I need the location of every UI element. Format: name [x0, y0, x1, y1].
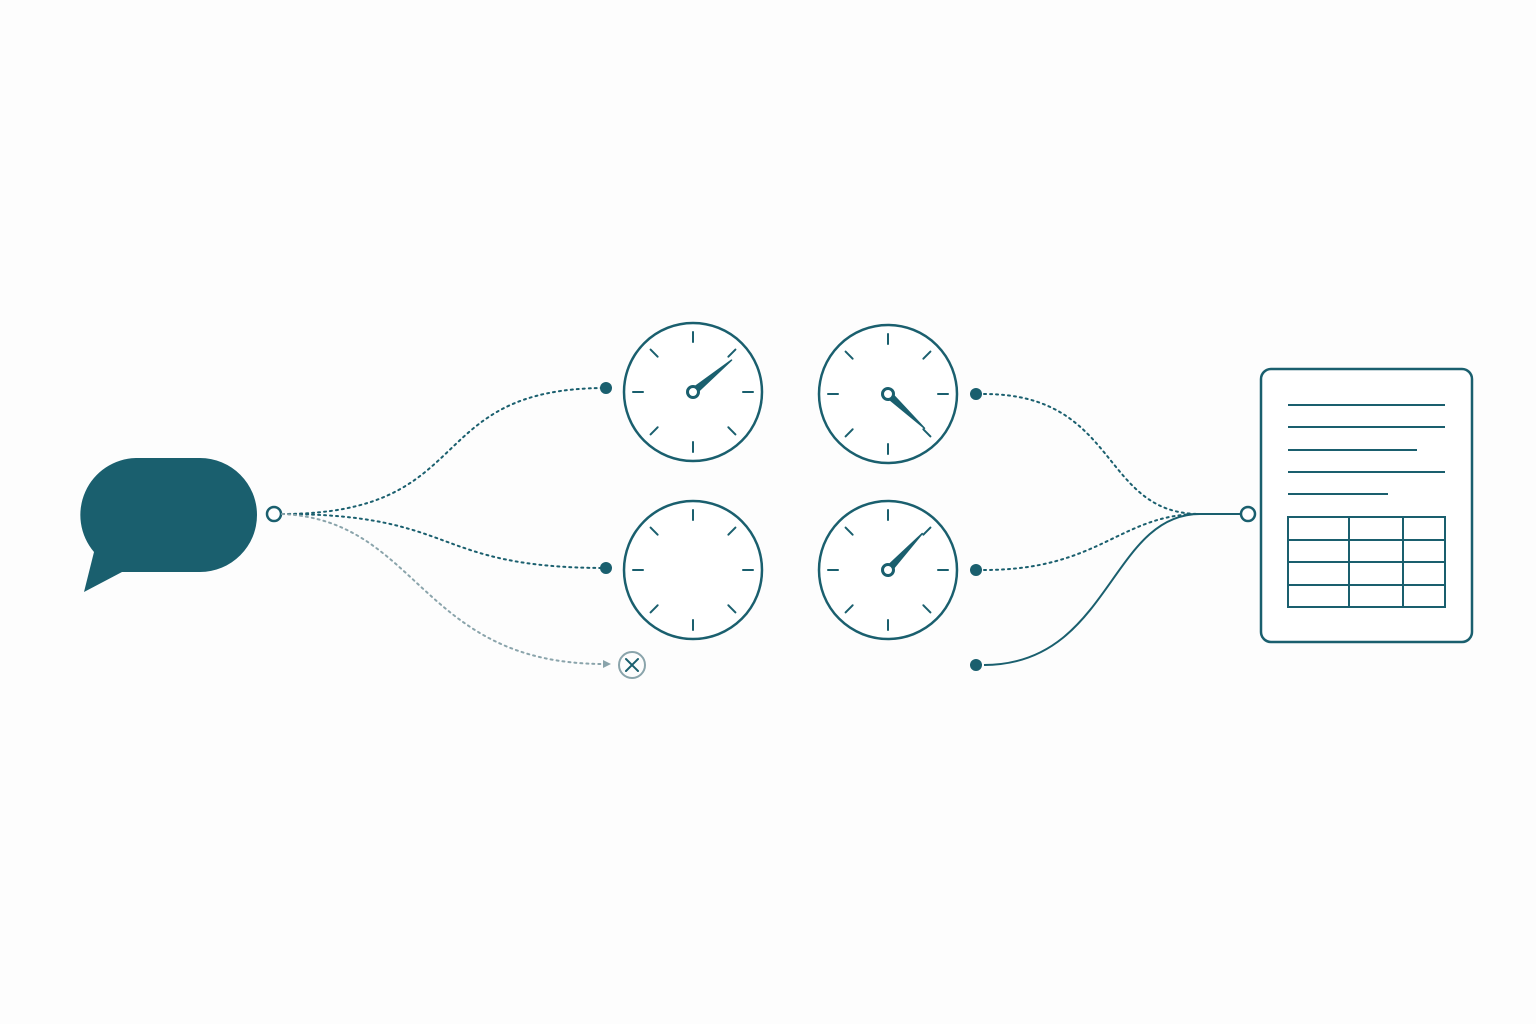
gauge-tick — [844, 604, 854, 614]
source-port — [265, 505, 283, 523]
gauge-tick — [922, 350, 932, 360]
gauge-tick — [922, 604, 932, 614]
output-bottom-start-dot — [970, 659, 982, 671]
branch-middle-end-dot — [600, 562, 612, 574]
gauge-tick — [844, 350, 854, 360]
branch-middle-line — [281, 513, 607, 569]
gauge-hub — [881, 563, 895, 577]
gauge-tick — [727, 526, 737, 536]
gauge-tick — [844, 428, 854, 438]
document-frame — [1259, 367, 1474, 644]
output-top-line — [983, 393, 1201, 515]
x-circle-icon — [618, 651, 646, 679]
output-middle-line — [983, 513, 1201, 571]
source-node — [80, 458, 283, 592]
gauge-bottom-right — [817, 499, 959, 641]
gauge-icon — [622, 499, 764, 641]
gauge-bottom-left — [622, 499, 764, 641]
gauge-top-left — [622, 321, 764, 463]
gauge-tick — [922, 526, 932, 536]
gauge-tick — [727, 348, 737, 358]
branch-connectors — [281, 382, 646, 679]
branch-top-line — [281, 387, 607, 515]
branch-top-end-dot — [600, 382, 612, 394]
gauge-tick — [649, 426, 659, 436]
gauge-top-right — [817, 323, 959, 465]
document-text-lines — [1288, 404, 1445, 495]
document-table — [1287, 516, 1446, 608]
output-bottom-line — [983, 513, 1201, 666]
gauges — [622, 321, 959, 641]
gauge-tick — [922, 428, 932, 438]
gauge-tick — [844, 526, 854, 536]
document-icon — [1259, 367, 1474, 644]
output-middle-start-dot — [970, 564, 982, 576]
speech-bubble-icon — [80, 458, 257, 592]
output-top-start-dot — [970, 388, 982, 400]
gauge-tick — [649, 604, 659, 614]
gauge-tick — [649, 526, 659, 536]
gauge-hub — [881, 387, 895, 401]
gauge-tick — [727, 604, 737, 614]
gauge-hub — [686, 385, 700, 399]
branch-bottom-arrow — [603, 660, 611, 668]
gauge-tick — [649, 348, 659, 358]
target-port — [1239, 505, 1257, 523]
output-connectors — [970, 388, 1257, 671]
gauge-tick — [727, 426, 737, 436]
branch-bottom-line — [281, 513, 605, 665]
